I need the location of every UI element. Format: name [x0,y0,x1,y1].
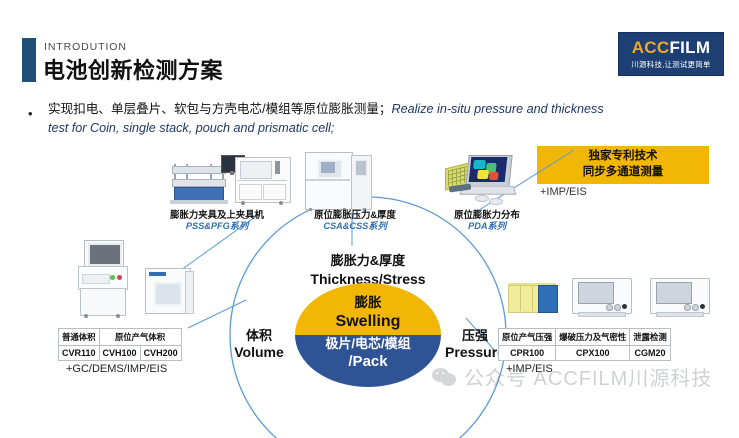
heatmap-screen [468,157,508,182]
table-cell: CPR100 [497,345,557,361]
ellipse-swelling-en: Swelling [335,312,401,330]
label-thickness-cn: 膨胀力&厚度 [330,253,406,268]
photo-fixture-loading-machine [221,155,291,207]
pressure-table-note: +IMP/EIS [506,363,553,375]
pressure-spec-table: 原位产气压强 爆破压力及气密性 泄露检测 CPR100 CPX100 CGM20 [497,328,671,361]
watermark: 公众号 ACCFILM川源科技 [432,362,712,391]
header-accent-bar [22,38,36,82]
table-row: 普通体积 原位产气体积 [58,328,182,346]
bullet-line-2: test for Coin, single stack, pouch and p… [48,121,335,135]
patent-callout-box: 独家专利技术 同步多通道测量 [537,146,709,184]
label-volume-en: Volume [234,344,284,361]
label-pressure: 压强 Pressure [434,328,516,362]
label-thickness-en: Thickness/Stress [310,270,426,287]
logo-tagline: 川源科技,让测试更简单 [631,59,711,69]
photo-pressure-bench-unit-1 [572,278,632,318]
ellipse-scope-cn: 极片/电芯/模组 [325,336,411,351]
photo-pressure-bench-unit-2 [650,278,710,318]
photo-pressure-distribution-laptop [445,155,517,207]
table-header-cell: 爆破压力及气密性 [555,328,631,346]
table-header-cell: 原位产气压强 [497,328,557,346]
page-title: 电池创新检测方案 [43,58,224,83]
ellipse-bottom-text: 极片/电芯/模组 /Pack [293,336,443,372]
caption-csa-css: 原位膨胀压力&厚度 CSA&CSS系列 [300,209,410,233]
logo-wordmark: ACCFILM [632,39,711,56]
bullet-marker: • [28,106,33,121]
volume-spec-table: 普通体积 原位产气体积 CVR110 CVH100 CVH200 [58,328,182,361]
caption-pda-cn: 原位膨胀力分布 [454,209,520,220]
label-pressure-en: Pressure [445,344,505,361]
table-row: CPR100 CPX100 CGM20 [497,345,671,361]
caption-pss-en: PSS&PFG系列 [185,221,249,232]
table-row: 原位产气压强 爆破压力及气密性 泄露检测 [497,328,671,346]
caption-pss-cn: 膨胀力夹具及上夹具机 [170,209,264,220]
photo-expansion-fixture [168,162,230,206]
callout-line-1: 独家专利技术 [588,150,658,163]
ellipse-bottom-half [295,335,441,387]
label-pressure-cn: 压强 [461,328,488,343]
table-cell: CGM20 [629,345,671,361]
logo-film-text: FILM [669,37,711,57]
bullet-line-1-cn: 实现扣电、单层叠片、软包与方壳电芯/模组等原位膨胀测量； [48,102,392,116]
ellipse-top-half [295,283,441,335]
photo-battery-module [508,283,560,315]
caption-pda-en: PDA系列 [468,221,506,232]
header-kicker: INTRODUTION [44,41,127,53]
caption-pda: 原位膨胀力分布 PDA系列 [437,209,537,233]
table-row: CVR110 CVH100 CVH200 [58,345,182,361]
wechat-icon [432,367,458,387]
bullet-line-1-en: Realize in-situ pressure and thickness [391,102,604,116]
logo-acc-text: ACC [631,37,670,57]
bullet-line-1: 实现扣电、单层叠片、软包与方壳电芯/模组等原位膨胀测量；Realize in-s… [48,100,728,118]
ellipse-top-text: 膨胀 Swelling [295,295,441,332]
ellipse-scope-pack: /Pack [348,352,388,370]
photo-volume-console [78,240,128,318]
table-header-cell: 泄露检测 [629,328,671,346]
label-volume: 体积 Volume [222,328,296,362]
accfilm-logo: ACCFILM 川源科技,让测试更简单 [618,32,724,76]
watermark-text: 公众号 ACCFILM川源科技 [464,368,713,390]
caption-pss-pfg: 膨胀力夹具及上夹具机 PSS&PFG系列 [152,209,282,233]
table-header-cell: 原位产气体积 [98,328,182,346]
table-cell: CVH200 [139,345,182,361]
table-cell: CVR110 [58,345,100,361]
photo-gas-volume-oven [145,268,194,316]
volume-table-note: +GC/DEMS/IMP/EIS [66,363,168,375]
ellipse-swelling-cn: 膨胀 [354,295,382,310]
label-volume-cn: 体积 [245,328,272,343]
table-header-cell: 普通体积 [58,328,100,346]
photo-test-chamber [305,152,372,211]
table-cell: CPX100 [555,345,631,361]
table-cell: CVH100 [98,345,141,361]
callout-sub-note: +IMP/EIS [540,186,587,198]
center-ellipse [295,283,441,387]
caption-csa-en: CSA&CSS系列 [323,221,387,232]
caption-csa-cn: 原位膨胀压力&厚度 [314,209,396,220]
label-thickness-stress: 膨胀力&厚度 Thickness/Stress [275,253,461,288]
leader-line-volume [187,299,247,329]
callout-line-2: 同步多通道测量 [582,166,664,178]
